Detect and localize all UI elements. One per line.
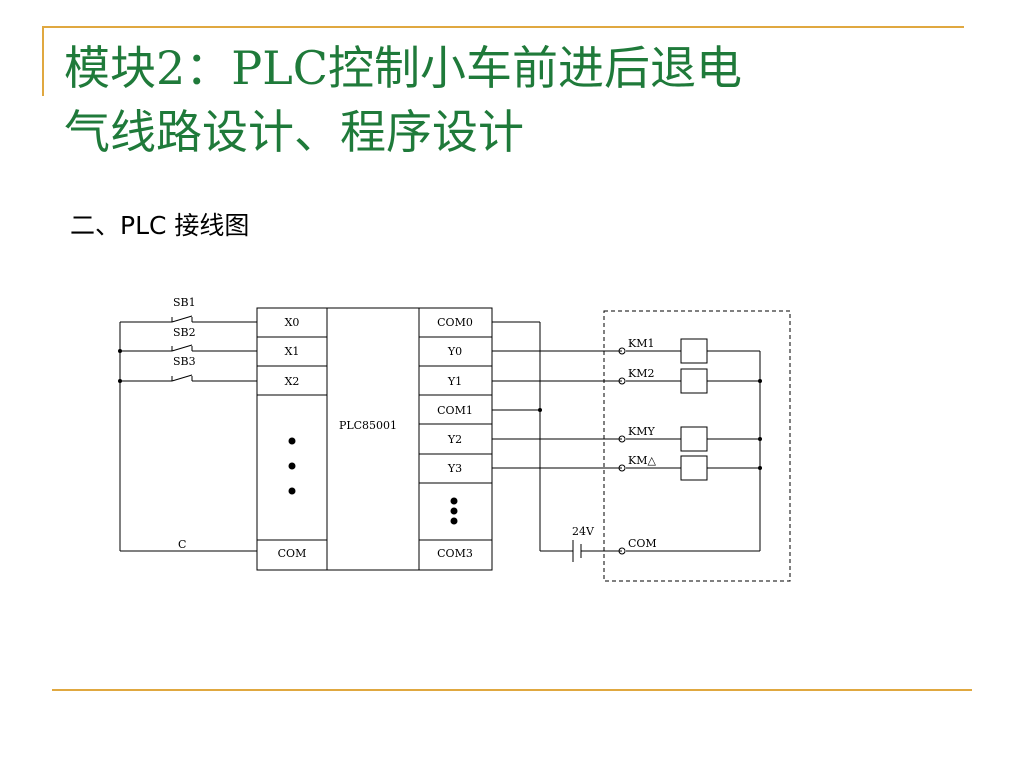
switch-label-sb1: SB1: [173, 296, 196, 309]
output-terminal-com1: COM1: [437, 404, 473, 417]
input-terminal-x2: X2: [285, 375, 300, 388]
top-rule: [42, 26, 964, 28]
load-label-com: COM: [628, 537, 657, 550]
output-terminal-y0: Y0: [447, 345, 462, 358]
title-line-1: 模块2：PLC控制小车前进后退电: [64, 41, 742, 95]
input-terminal-x0: X0: [285, 316, 300, 329]
title-line-2: 气线路设计、程序设计: [64, 105, 524, 159]
load-label-kmy: KMY: [628, 425, 655, 438]
output-terminal-y3: Y3: [447, 462, 462, 475]
slide-title: 模块2：PLC控制小车前进后退电 气线路设计、程序设计: [64, 36, 964, 164]
slide-subtitle: 二、PLC 接线图: [70, 211, 250, 240]
plc-model-label: PLC85001: [339, 419, 397, 432]
common-label: C: [178, 538, 186, 551]
output-terminal-com3: COM3: [437, 547, 473, 560]
input-terminal-x1: X1: [285, 345, 300, 358]
output-terminal-y1: Y1: [447, 375, 462, 388]
switch-label-sb2: SB2: [173, 326, 196, 339]
bottom-rule: [52, 689, 972, 691]
load-label-km-delta: KM△: [628, 454, 656, 467]
switch-label-sb3: SB3: [173, 355, 196, 368]
load-label-km2: KM2: [628, 367, 654, 380]
left-rule: [42, 26, 44, 96]
input-terminal-com: COM: [278, 547, 307, 560]
load-label-km1: KM1: [628, 337, 654, 350]
output-terminal-com0: COM0: [437, 316, 473, 329]
supply-label: 24V: [572, 525, 595, 538]
output-terminal-y2: Y2: [447, 433, 462, 446]
